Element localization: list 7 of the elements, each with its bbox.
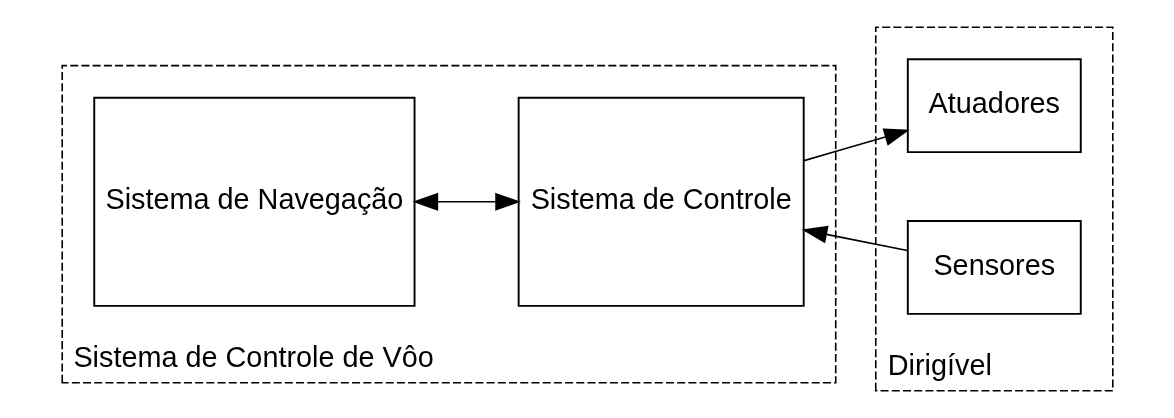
arrow xyxy=(412,192,521,211)
node-box: Sistema de Navegação xyxy=(92,96,415,307)
node-box: Sensores xyxy=(906,220,1082,315)
node-box: Sistema de Controle xyxy=(517,96,805,307)
arrow xyxy=(802,128,910,162)
arrow xyxy=(801,225,908,252)
node-box: Atuadores xyxy=(906,58,1082,154)
